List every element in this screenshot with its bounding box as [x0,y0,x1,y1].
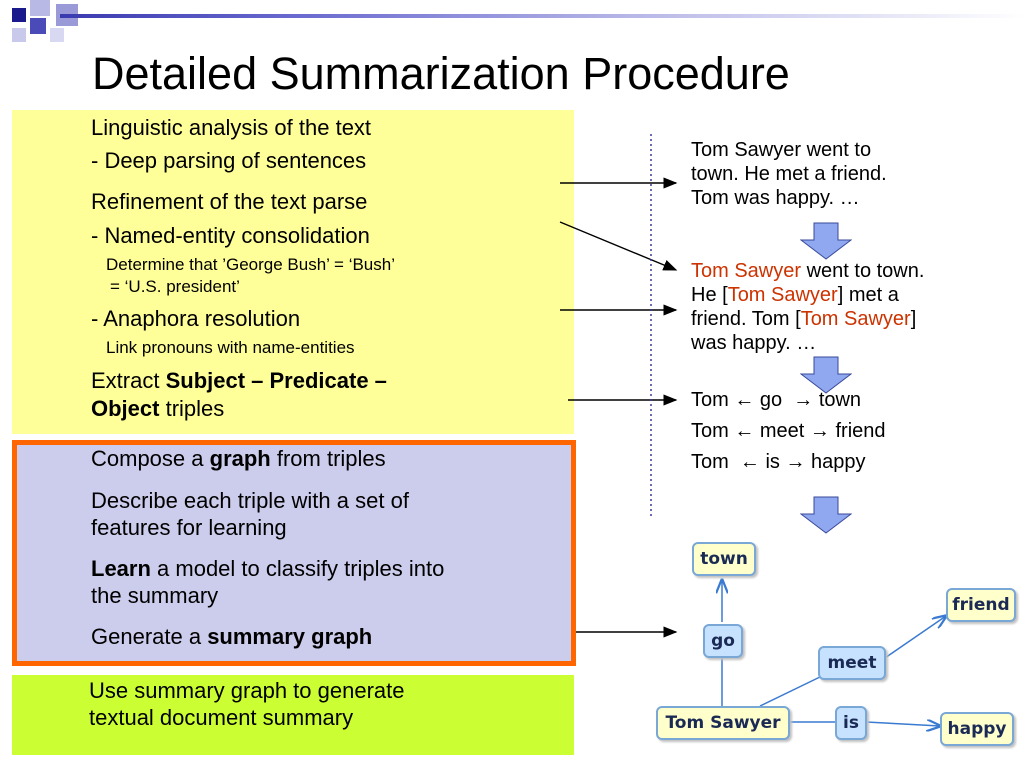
step-refinement: Refinement of the text parse [91,189,368,214]
decor-square-2 [30,0,50,16]
graph-node-is: is [835,706,867,740]
decor-square-6 [50,28,64,42]
compose-from-triples: from triples [270,446,386,471]
triple-row: Tom ← meet → friend [691,420,886,442]
example-link-pronouns: Link pronouns with name-entities [106,338,355,357]
graph-node-go: go [703,624,743,658]
decor-square-4 [12,28,26,42]
resolved-l2-b: ] met a [837,284,899,306]
edge-is-happy [865,722,940,726]
step-textual-summary: textual document summary [89,705,354,730]
learn-word: Learn [91,556,151,581]
down-arrow-2 [800,356,852,394]
resolved-l3-a: friend. Tom [ [691,308,801,330]
entity-tom-sawyer: Tom Sawyer [727,284,838,306]
learning-box: Compose a graph from triples Describe ea… [12,440,576,666]
down-arrow-3 [800,496,852,534]
graph-node-meet: meet [818,646,886,680]
resolved-text-line1: Tom Sawyer went to town. [691,259,924,283]
extract-label: Extract [91,368,166,393]
original-text-line1: Tom Sawyer went to [691,139,872,161]
compose-graph-word: graph [209,446,271,471]
learn-rest: a model to classify triples into [150,556,445,581]
decor-square-1 [12,8,26,22]
step-extract-triples: Extract Subject – Predicate – [91,367,387,394]
step-extract-triples-cont: Object triples [91,395,224,422]
step-use-summary-graph: Use summary graph to generate [89,678,405,703]
example-george-bush: Determine that ’George Bush’ = ‘Bush’ [106,255,395,274]
graph-node-tom-sawyer: Tom Sawyer [656,706,790,740]
original-text-line2: town. He met a friend. [691,163,887,185]
triple-row: Tom ← is → happy [691,451,866,473]
graph-node-happy: happy [940,712,1014,746]
graph-node-town: town [692,542,756,576]
step-generate-summary-graph: Generate a summary graph [91,623,372,650]
entity-tom-sawyer: Tom Sawyer [691,260,802,282]
generate-a: Generate a [91,624,208,649]
summary-graph-word: summary graph [207,624,373,649]
resolved-text-line3: friend. Tom [Tom Sawyer] [691,307,916,331]
step-entity-consolidation: - Named-entity consolidation [91,223,370,248]
original-text-line3: Tom was happy. … [691,187,860,209]
output-box: Use summary graph to generate textual do… [12,675,574,755]
step-compose-graph: Compose a graph from triples [91,445,386,472]
extract-spo: Subject – Predicate – [165,368,387,393]
resolved-l2-a: He [ [691,284,728,306]
extract-triples-word: triples [159,396,225,421]
resolved-l1-rest: went to town. [801,260,925,282]
slide-title: Detailed Summarization Procedure [92,48,790,99]
arrow-refine-to-resolved [559,221,678,271]
analysis-box: Linguistic analysis of the text - Deep p… [12,110,574,434]
example-us-president: = ‘U.S. president’ [110,277,240,296]
entity-tom-sawyer: Tom Sawyer [800,308,911,330]
edge-meet-friend [881,616,946,661]
step-describe-triple: Describe each triple with a set of [91,488,409,513]
step-anaphora-resolution: - Anaphora resolution [91,306,301,331]
triple-row: Tom ← go → town [691,389,862,411]
compose-a: Compose a [91,446,210,471]
step-learn-model: Learn a model to classify triples into [91,555,444,582]
edge-tom-meet [759,675,823,707]
title-bar-line [60,14,1024,18]
step-linguistic-analysis: Linguistic analysis of the text [91,115,372,140]
extract-object: Object [91,396,160,421]
decor-square-3 [30,18,46,34]
step-deep-parsing: - Deep parsing of sentences [91,148,367,173]
resolved-l3-b: ] [910,308,917,330]
resolved-text-line4: was happy. … [691,332,817,354]
resolved-text-line2: He [Tom Sawyer] met a [691,283,899,307]
step-learn-summary: the summary [91,583,219,608]
graph-node-friend: friend [946,588,1016,622]
step-describe-features: features for learning [91,515,287,540]
down-arrow-1 [800,222,852,260]
